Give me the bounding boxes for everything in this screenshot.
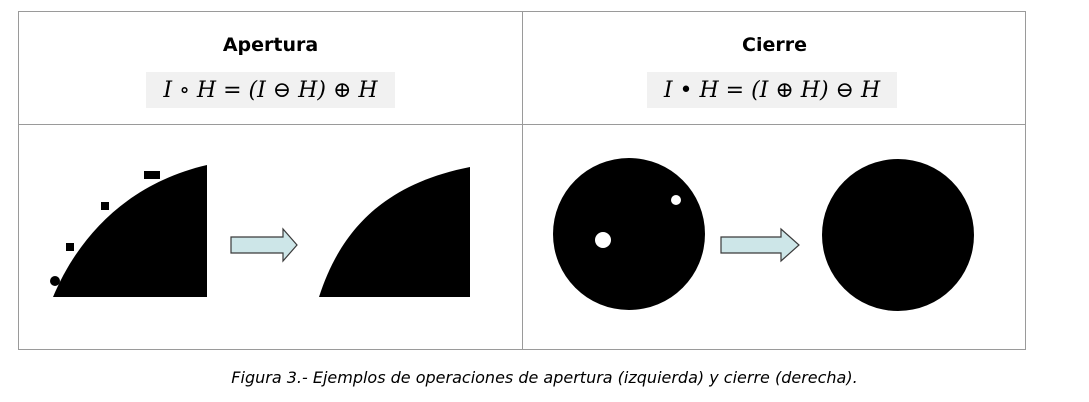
cierre-illustration [523, 125, 1026, 350]
table-column-divider [522, 12, 523, 349]
hole [671, 195, 681, 205]
noise-bump [144, 171, 160, 179]
cierre-arrow-icon [720, 227, 800, 263]
figure-caption: Figura 3.- Ejemplos de operaciones de ap… [231, 368, 858, 387]
apertura-title: Apertura [222, 34, 319, 56]
cierre-formula: I • H = (I ⊕ H) ⊖ H [647, 72, 897, 108]
hole [595, 232, 611, 248]
noise-bump [66, 243, 74, 251]
table-row-divider [19, 124, 1025, 125]
noise-bump [101, 202, 109, 210]
apertura-arrow-icon [230, 227, 298, 263]
cierre-title: Cierre [742, 34, 807, 56]
cierre-input-shape [553, 158, 705, 310]
apertura-illustration [19, 125, 522, 350]
noise-bump [50, 276, 60, 286]
operations-table: Apertura I ∘ H = (I ⊖ H) ⊕ H Cierre I • … [18, 11, 1026, 350]
apertura-input-shape [53, 165, 207, 297]
apertura-formula: I ∘ H = (I ⊖ H) ⊕ H [146, 72, 395, 108]
cierre-output-shape [822, 159, 974, 311]
apertura-output-shape [319, 167, 470, 297]
